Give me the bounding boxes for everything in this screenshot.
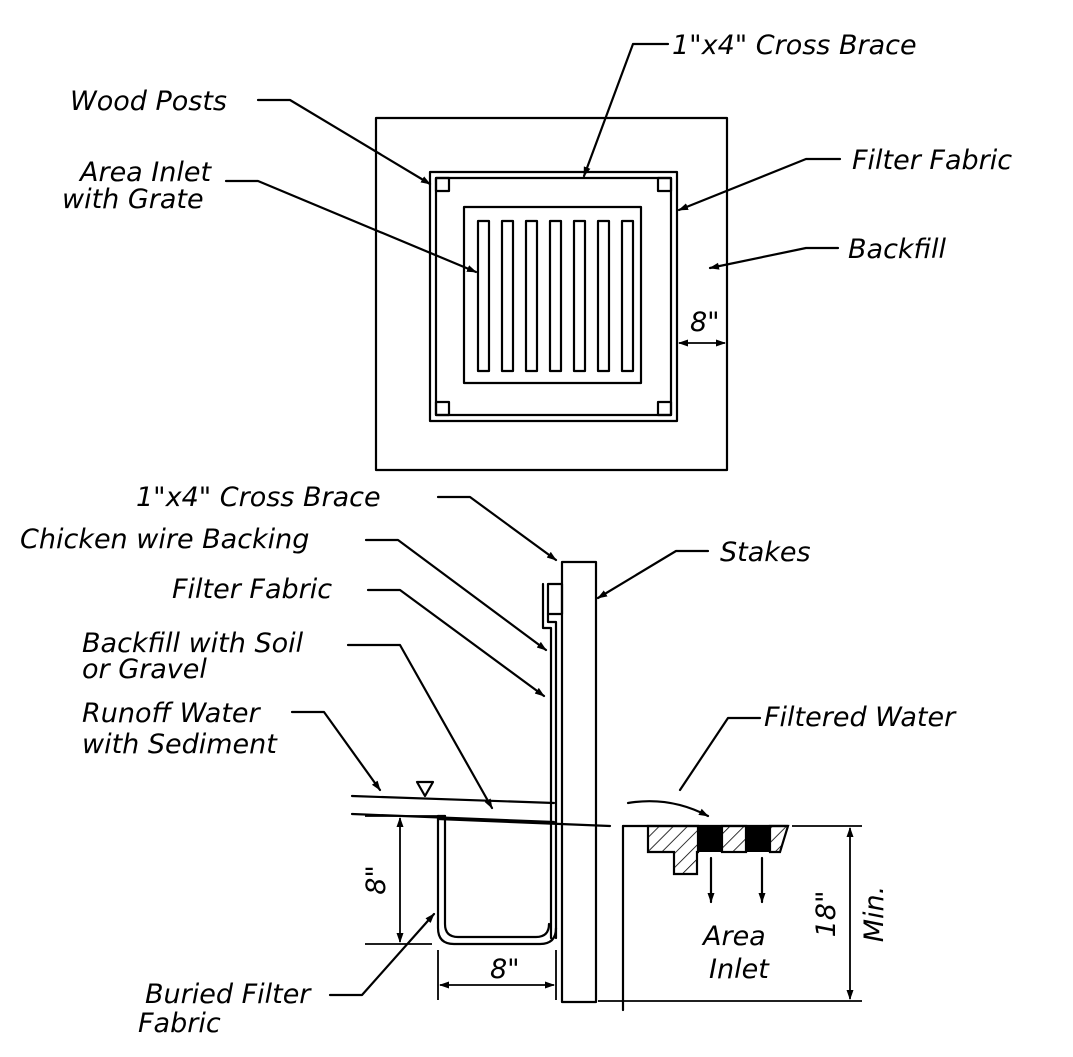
label-buried-fabric-1: Buried Filter (145, 979, 312, 1010)
water-surface (350, 794, 556, 805)
label-chicken-wire: Chicken wire Backing (20, 524, 309, 555)
leader-area-inlet (224, 179, 478, 274)
leader-runoff (290, 710, 382, 792)
wood-post-top-left (434, 176, 451, 193)
label-area-inlet-2: with Grate (62, 184, 204, 215)
label-area-inlet-1: Area Inlet (78, 157, 212, 188)
buried-fabric-inner (443, 814, 551, 939)
dim-height-min-text: Min. (859, 886, 890, 943)
label-plan-cross-brace: 1"x4" Cross Brace (672, 30, 917, 61)
label-wood-posts: Wood Posts (70, 86, 227, 117)
label-stakes: Stakes (720, 537, 811, 568)
stake (560, 560, 598, 1004)
dim-trench-width-text: 8" (490, 954, 520, 985)
leader-plan-filter-fabric (677, 157, 842, 212)
label-inlet-1: Area (701, 921, 766, 952)
leader-stakes (596, 549, 710, 600)
leader-backfill (708, 246, 840, 270)
leader-backfill-soil (346, 643, 494, 810)
backfill-boundary (374, 116, 729, 472)
label-backfill-soil-1: Backfill with Soil (82, 628, 304, 659)
dim-height-text: 18" (811, 891, 842, 938)
wood-post-top-right (656, 176, 673, 193)
label-runoff-2: with Sediment (82, 729, 278, 760)
grate-bars (476, 219, 635, 373)
water-level-symbol (415, 780, 435, 798)
dim-offset-text: 8" (690, 307, 720, 338)
filter-fabric-outline (428, 170, 679, 423)
leader-section-filter-fabric (366, 588, 546, 698)
leader-filtered-water (678, 716, 762, 792)
leader-buried-fabric (328, 912, 436, 997)
filtered-water-arrow (626, 800, 710, 818)
label-inlet-2: Inlet (709, 954, 770, 985)
buried-fabric-outer (436, 814, 558, 946)
ground-line-mid (436, 817, 612, 828)
filter-fabric-line (541, 582, 553, 940)
grate-solid-1 (698, 826, 722, 852)
leader-chicken-wire (364, 538, 548, 652)
inlet-frame-hatch (646, 824, 700, 876)
grate-solid-2 (746, 826, 770, 852)
grate-hatch-1 (720, 824, 748, 854)
cross-brace-frame (434, 176, 673, 417)
label-section-filter-fabric: Filter Fabric (172, 574, 332, 605)
label-backfill-soil-2: or Gravel (82, 654, 207, 685)
section-cross-brace (546, 582, 564, 616)
plan-view: 1"x4" Cross Brace Wood Posts Area Inlet … (62, 30, 1012, 472)
label-plan-filter-fabric: Filter Fabric (852, 145, 1012, 176)
chicken-wire-line (546, 612, 558, 940)
label-section-cross-brace: 1"x4" Cross Brace (136, 482, 381, 513)
label-buried-fabric-2: Fabric (138, 1008, 221, 1039)
wood-post-bottom-left (434, 400, 451, 417)
dim-trench-depth-text: 8" (361, 865, 392, 895)
label-runoff-1: Runoff Water (82, 698, 262, 729)
leader-plan-cross-brace (582, 42, 670, 178)
area-inlet (462, 205, 643, 385)
label-filtered-water: Filtered Water (764, 702, 957, 733)
leader-section-cross-brace (436, 495, 558, 562)
section-view: 1"x4" Cross Brace Chicken wire Backing F… (20, 482, 957, 1039)
leader-wood-posts (256, 98, 432, 186)
wood-post-bottom-right (656, 400, 673, 417)
label-backfill: Backfill (848, 234, 946, 265)
grate-hatch-2 (768, 824, 790, 854)
